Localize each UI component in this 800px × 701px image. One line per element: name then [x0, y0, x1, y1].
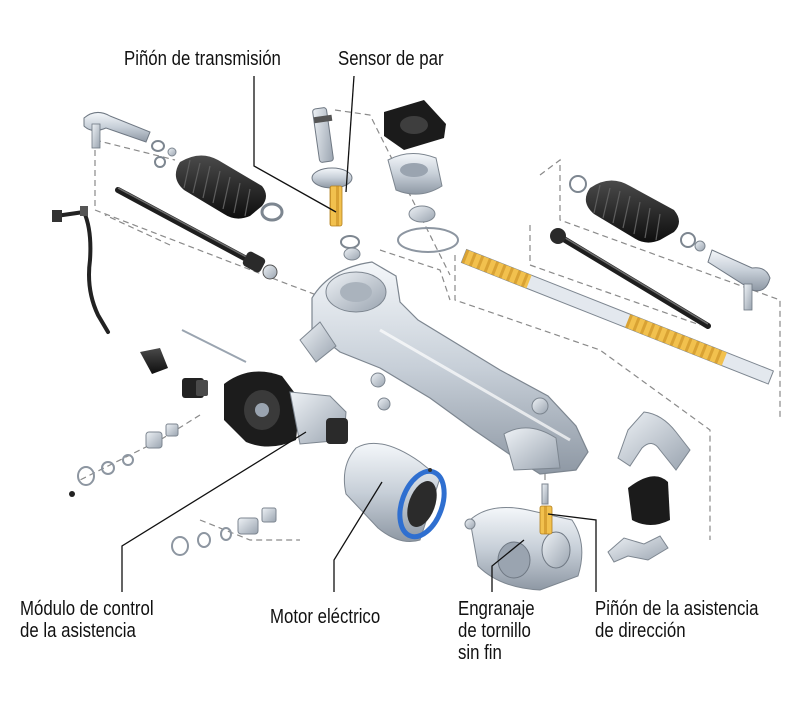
- leader-electric-motor: [333, 481, 383, 592]
- right-inner-tie-rod: [550, 228, 711, 329]
- mount-bracket-part: [607, 411, 691, 563]
- electric-motor-part: [343, 442, 447, 542]
- label-electric-motor: Motor eléctrico: [270, 606, 381, 628]
- rack-housing-part: [299, 261, 589, 475]
- steering-rack-part: [460, 248, 775, 385]
- leader-lines: [121, 75, 597, 592]
- torque-sensor-shaft: [311, 107, 361, 261]
- small-parts-left: [69, 329, 277, 556]
- label-transmission-pinion: Piñón de transmisión: [124, 48, 281, 70]
- left-boot: [154, 155, 284, 222]
- label-assist-pinion: Piñón de la asistencia de dirección: [595, 598, 759, 642]
- sensor-housing-part: [384, 100, 459, 253]
- leader-worm-gear: [491, 539, 525, 592]
- control-module-part: [224, 371, 348, 447]
- leader-control-module: [121, 431, 307, 592]
- label-control-module: Módulo de control de la asistencia: [20, 598, 154, 642]
- right-tie-rod-end: [694, 240, 771, 311]
- leader-transmission-pinion: [253, 76, 337, 213]
- leader-assist-pinion: [547, 513, 597, 592]
- label-torque-sensor: Sensor de par: [338, 48, 444, 70]
- left-inner-tie-rod: [115, 187, 278, 280]
- sensor-cable: [52, 206, 110, 334]
- label-worm-gear: Engranaje de tornillo sin fin: [458, 598, 535, 664]
- right-boot: [569, 175, 696, 248]
- leader-torque-sensor: [345, 75, 355, 193]
- worm-gear-part: [464, 483, 583, 591]
- left-tie-rod-end: [83, 112, 177, 157]
